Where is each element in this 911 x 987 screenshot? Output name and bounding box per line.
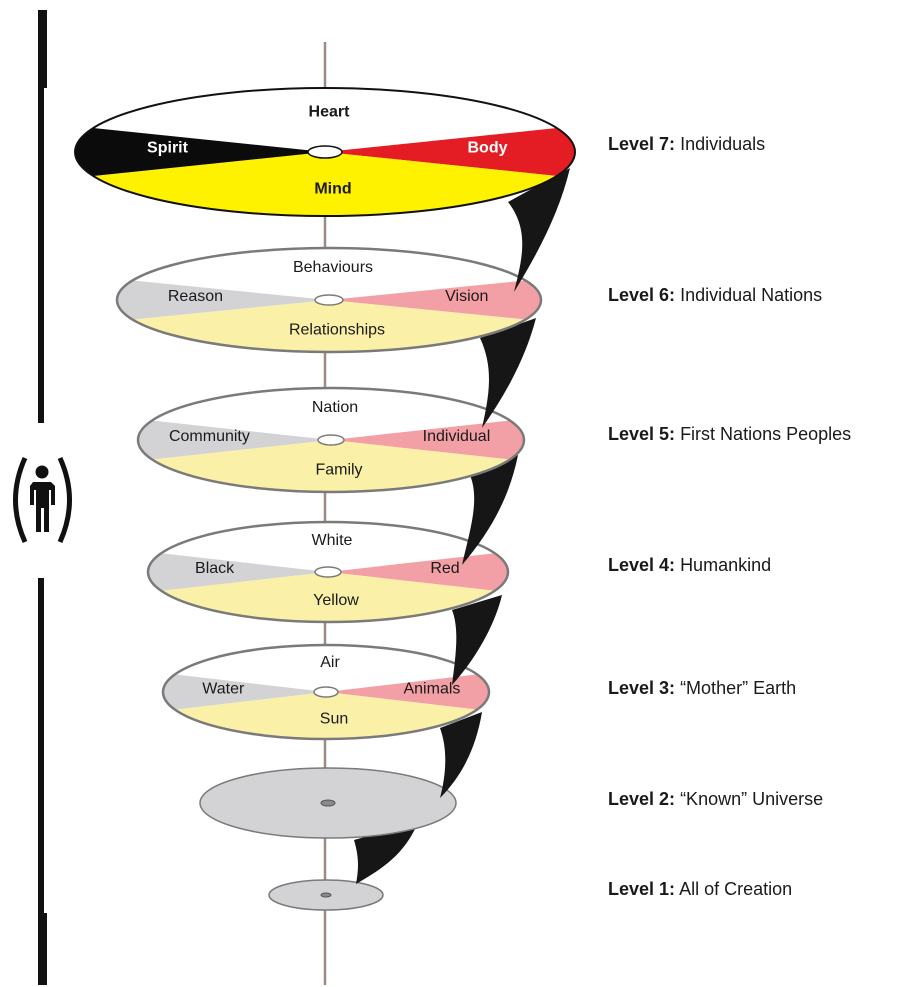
quadrant-top <box>152 388 510 440</box>
level-5-caption: Level 5: First Nations Peoples <box>608 424 851 445</box>
disc-label-top: Behaviours <box>293 259 373 276</box>
quadrant-left <box>116 280 329 320</box>
quadrant-bottom <box>161 572 495 622</box>
disc-label-bottom: Yellow <box>313 592 359 609</box>
connector-ribbon <box>480 318 536 428</box>
disc-label-bottom: Mind <box>314 180 351 197</box>
level-1-caption: Level 1: All of Creation <box>608 879 792 900</box>
level-3-name: “Mother” Earth <box>680 678 797 698</box>
quadrant-top <box>161 521 495 572</box>
disc-hub <box>314 566 342 578</box>
disc-label-top: Heart <box>309 104 351 121</box>
disc-label-left: Black <box>195 560 235 577</box>
quadrant-right <box>326 674 490 710</box>
disc-rim <box>161 643 491 741</box>
disc-label-right: Individual <box>423 428 491 445</box>
level-7-caption: Level 7: Individuals <box>608 134 765 155</box>
disc-label-left: Water <box>202 680 245 697</box>
connector-ribbon <box>452 595 502 685</box>
quadrant-left <box>163 674 326 710</box>
quadrant-bottom <box>93 152 557 217</box>
quadrant-right <box>331 420 524 460</box>
disc-hub <box>307 145 343 159</box>
level-5-name: First Nations Peoples <box>680 424 852 444</box>
connector-ribbon <box>462 455 518 565</box>
disc-label-right: Animals <box>403 680 460 697</box>
disc-level-1 <box>268 879 384 911</box>
disc-label-right: Body <box>468 139 508 156</box>
level-4-caption: Level 4: Humankind <box>608 555 771 576</box>
disc-label-top: Air <box>320 654 340 671</box>
level-7-number: Level 7: <box>608 134 676 154</box>
quadrant-right <box>329 280 541 320</box>
level-6-number: Level 6: <box>608 285 676 305</box>
quadrant-top <box>93 87 557 152</box>
level-1-number: Level 1: <box>608 879 676 899</box>
disc-label-right: Vision <box>445 288 488 305</box>
quadrant-right <box>325 128 575 176</box>
level-1-name: All of Creation <box>679 879 793 899</box>
disc-label-top: Nation <box>312 399 358 416</box>
quadrant-bottom <box>132 300 526 353</box>
disc-rim <box>74 87 576 217</box>
level-4-name: Humankind <box>680 555 772 575</box>
quadrant-left <box>75 128 325 176</box>
disc-hub <box>320 799 336 807</box>
connector-ribbon <box>508 168 570 292</box>
disc-label-left: Spirit <box>147 139 189 156</box>
disc-label-left: Community <box>169 428 250 445</box>
person-icon <box>13 456 72 544</box>
level-2-name: “Known” Universe <box>680 789 824 809</box>
level-7-name: Individuals <box>680 134 766 154</box>
disc-hub <box>320 892 332 898</box>
disc-label-bottom: Family <box>315 461 362 478</box>
level-3-caption: Level 3: “Mother” Earth <box>608 678 796 699</box>
quadrant-top <box>132 248 526 300</box>
disc-label-bottom: Relationships <box>289 321 385 338</box>
quadrant-left <box>137 420 331 460</box>
level-6-name: Individual Nations <box>680 285 823 305</box>
quadrant-bottom <box>152 440 510 492</box>
disc-rim <box>136 386 526 494</box>
disc-hub <box>317 434 345 446</box>
side-bar <box>38 10 47 985</box>
quadrant-top <box>174 645 478 692</box>
disc-hub <box>314 294 344 306</box>
disc-rim <box>146 520 510 624</box>
level-5-number: Level 5: <box>608 424 676 444</box>
disc-level-2 <box>199 767 457 884</box>
disc-hub <box>313 686 339 698</box>
disc-label-top: White <box>312 532 353 549</box>
quadrant-bottom <box>174 692 478 739</box>
level-2-caption: Level 2: “Known” Universe <box>608 789 823 810</box>
level-2-number: Level 2: <box>608 789 676 809</box>
connector-ribbon <box>354 822 418 884</box>
level-4-number: Level 4: <box>608 555 676 575</box>
disc-label-right: Red <box>430 560 459 577</box>
quadrant-left <box>147 553 328 591</box>
disc-rim <box>115 246 543 354</box>
level-3-number: Level 3: <box>608 678 676 698</box>
level-6-caption: Level 6: Individual Nations <box>608 285 822 306</box>
disc-label-bottom: Sun <box>320 710 348 727</box>
disc-label-left: Reason <box>168 288 223 305</box>
connector-ribbon <box>440 712 482 798</box>
